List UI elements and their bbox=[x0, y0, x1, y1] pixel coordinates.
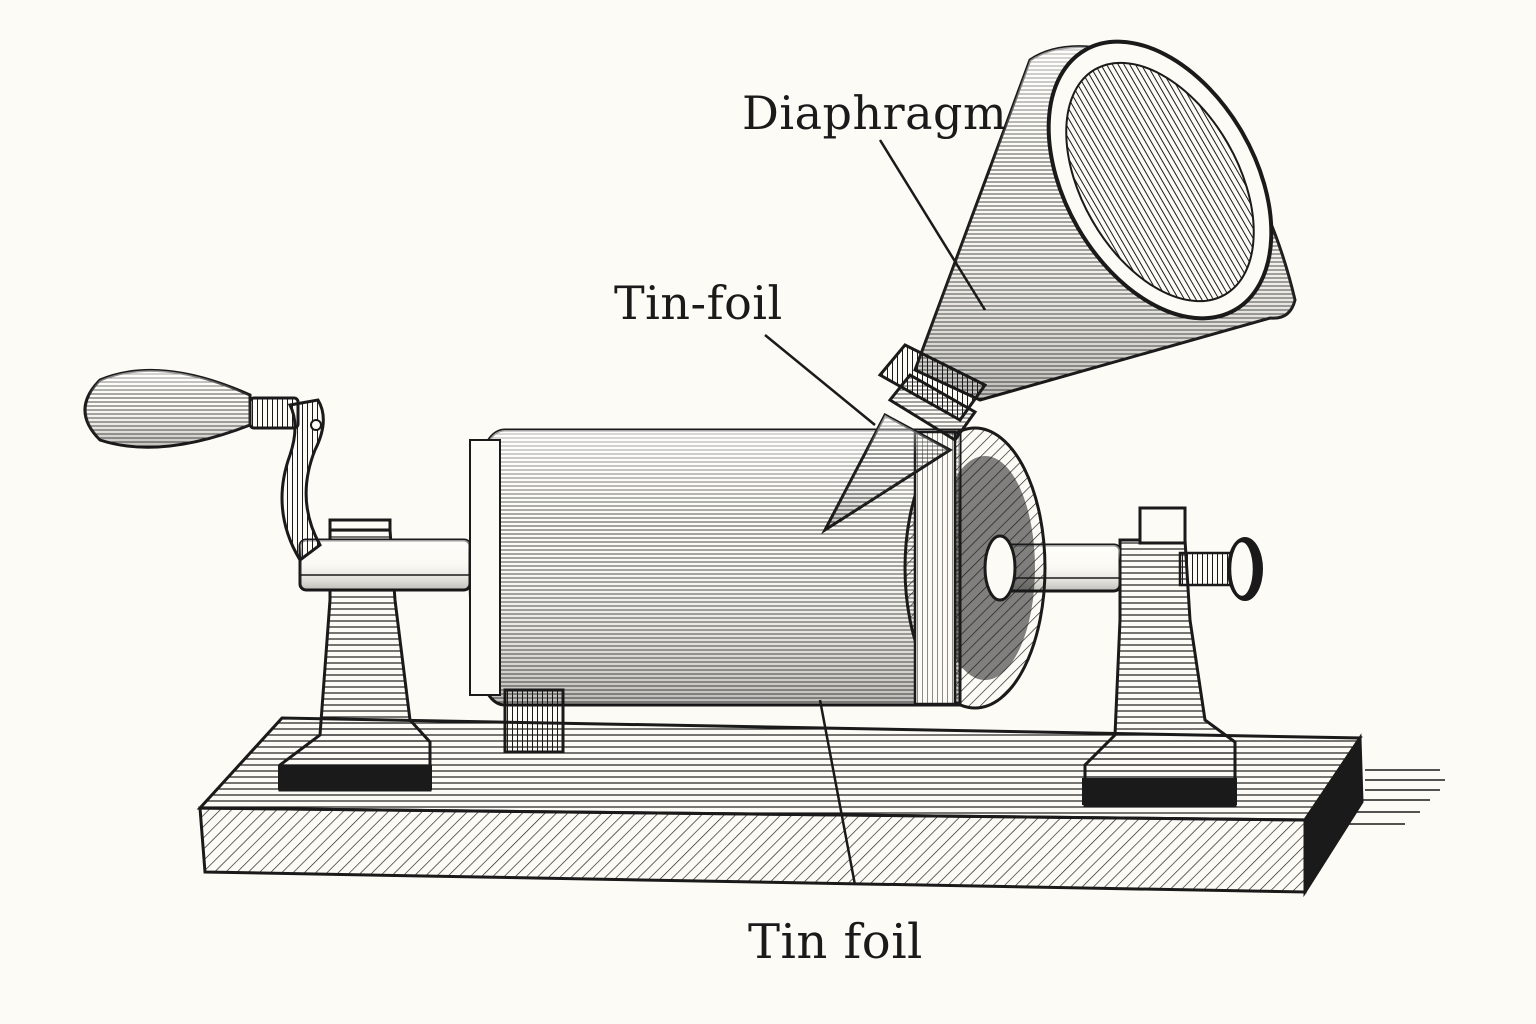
axle-shaft bbox=[298, 537, 1263, 601]
label-tin-foil-upper: Tin-foil bbox=[614, 276, 783, 330]
label-diaphragm: Diaphragm bbox=[742, 86, 1008, 140]
right-bearing-stand bbox=[1082, 506, 1237, 807]
left-bearing-stand bbox=[278, 518, 432, 792]
tin-foil-upper-leader-line bbox=[764, 334, 876, 426]
crank-handle bbox=[83, 368, 325, 563]
diaphragm-leader-line bbox=[878, 139, 987, 311]
wooden-base bbox=[196, 716, 1445, 898]
label-tin-foil-lower: Tin foil bbox=[748, 914, 923, 970]
tin-foil-cylinder bbox=[468, 426, 1047, 710]
horn-assembly bbox=[821, 39, 1297, 535]
leader-lines bbox=[764, 139, 987, 886]
tin-foil-lower-leader-line bbox=[818, 699, 857, 886]
